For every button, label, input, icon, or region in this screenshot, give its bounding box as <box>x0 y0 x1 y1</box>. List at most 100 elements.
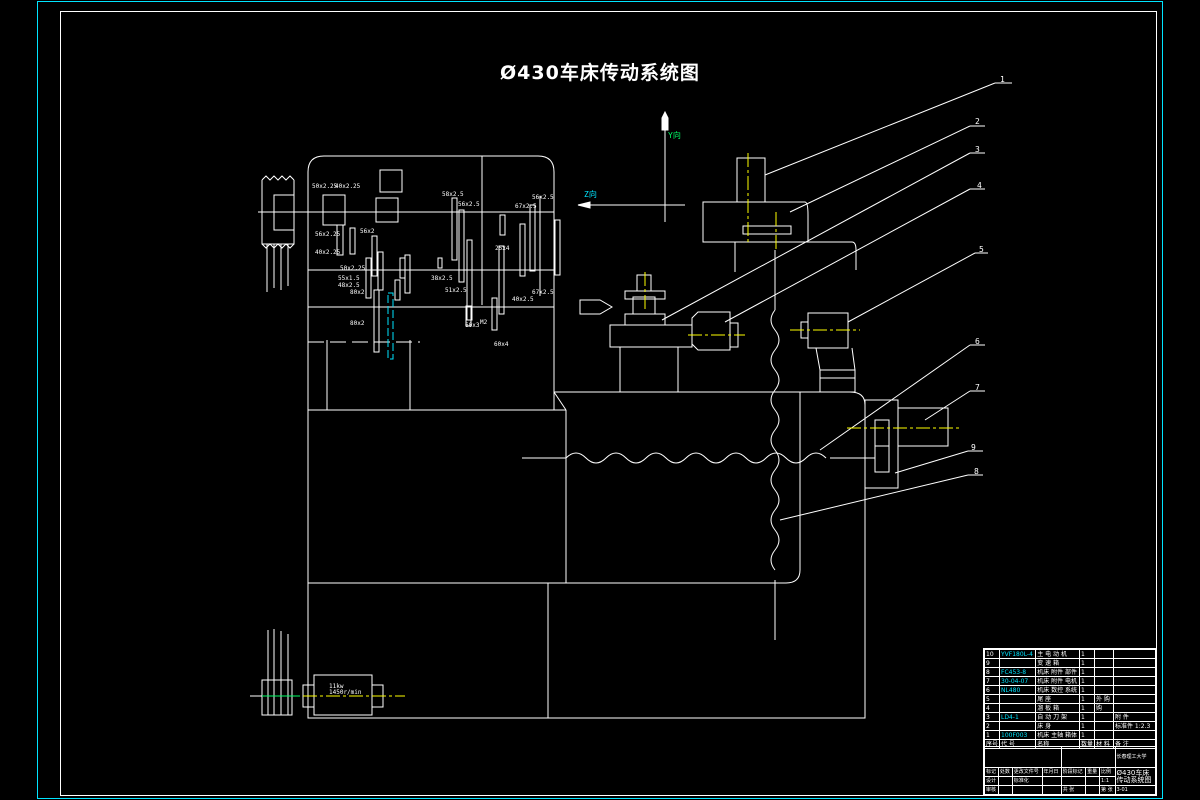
machine-outline <box>250 82 1012 719</box>
parts-cell-remark <box>1113 703 1156 713</box>
parts-cell-qty: 1 <box>1078 703 1095 713</box>
parts-cell-name: 自 动 刀 架 <box>1035 712 1080 722</box>
parts-cell-material: 购 <box>1093 703 1115 713</box>
parts-cell-no: 3 <box>983 712 1001 722</box>
parts-cell-qty: 1 <box>1078 694 1095 704</box>
parts-cell-code <box>999 694 1037 704</box>
gear-label: 55x1.5 <box>338 275 360 282</box>
parts-cell-material <box>1093 667 1115 677</box>
gear-label: 56x2.5 <box>532 194 554 201</box>
parts-cell-material <box>1093 712 1115 722</box>
parts-cell-remark: 标准件 1:2.3 <box>1113 721 1156 731</box>
parts-cell-material <box>1093 721 1115 731</box>
axis-y-label: Y向 <box>668 131 681 140</box>
tb-standard: 标准化 <box>1011 776 1043 786</box>
parts-cell-material <box>1093 649 1115 659</box>
parts-cell-no: 1 <box>983 730 1001 740</box>
gear-label: 56x2 <box>360 228 375 235</box>
balloon-8: 8 <box>974 467 979 476</box>
parts-cell-qty: 1 <box>1078 667 1095 677</box>
parts-cell-name: 机床 数控 系统 <box>1035 685 1080 695</box>
parts-cell-material: 外 购 <box>1093 694 1115 704</box>
parts-cell-remark <box>1113 658 1156 668</box>
gear-label: 51x2.5 <box>445 287 467 294</box>
gear-label: 50x2.25 <box>312 183 338 190</box>
tb-designer: 设计 <box>984 776 999 786</box>
parts-cell-code: YVF180L-4 <box>999 649 1037 659</box>
parts-cell-no: 6 <box>983 685 1001 695</box>
tb-scale-value: 1:1 <box>1098 776 1116 786</box>
drawing-name-2: 传动系统图 <box>1116 775 1152 784</box>
parts-cell-qty: 1 <box>1078 730 1095 740</box>
gear-label: 80x2 <box>350 320 365 327</box>
parts-cell-remark <box>1113 667 1156 677</box>
gear-label: 67x2.5 <box>515 203 537 210</box>
parts-cell-name: 变 速 箱 <box>1035 658 1080 668</box>
centerlines <box>303 153 960 697</box>
parts-cell-remark <box>1113 676 1156 686</box>
parts-cell-qty: 1 <box>1078 649 1095 659</box>
balloon-4: 4 <box>977 181 982 190</box>
tb-scale: 比例 <box>1098 767 1116 777</box>
drawing-name: Ø430车床传动系统图 <box>1114 767 1156 786</box>
title-block-lower: 长春理工大学 Ø430车床传动系统图 标记 处数 更改文件号 年月日 阶段标记 … <box>984 746 1156 795</box>
tb-drawing-no: 3-01 <box>1114 785 1156 795</box>
gear-label: 56x2.5 <box>458 201 480 208</box>
balloon-1: 1 <box>1000 75 1005 84</box>
school-name: 长春理工大学 <box>1114 746 1156 768</box>
parts-cell-no: 7 <box>983 676 1001 686</box>
drawing-title: Ø430车床传动系统图 <box>500 62 700 84</box>
gear-label: 58x2.5 <box>442 191 464 198</box>
parts-cell-code <box>999 721 1037 731</box>
axis-z-label: Z向 <box>584 190 597 199</box>
parts-cell-no: 10 <box>983 649 1001 659</box>
parts-cell-remark <box>1113 685 1156 695</box>
parts-cell-material <box>1093 730 1115 740</box>
parts-cell-no: 8 <box>983 667 1001 677</box>
parts-cell-remark <box>1113 694 1156 704</box>
gear-label: 67x2.5 <box>532 289 554 296</box>
parts-cell-code <box>999 703 1037 713</box>
tb-mark: 标记 <box>984 767 999 777</box>
parts-cell-qty: 1 <box>1078 658 1095 668</box>
parts-cell-name: 尾 座 <box>1035 694 1080 704</box>
gear-label: 80x2 <box>350 289 365 296</box>
gear-label: 38x2.5 <box>431 275 453 282</box>
parts-cell-name: 机床 附件 部件 <box>1035 667 1080 677</box>
parts-cell-qty: 1 <box>1078 685 1095 695</box>
tb-date: 年月日 <box>1041 767 1062 777</box>
parts-cell-name: 机床 附件 电机 <box>1035 676 1080 686</box>
parts-cell-remark <box>1113 649 1156 659</box>
parts-cell-name: 机床 主轴 箱体 <box>1035 730 1080 740</box>
gear-label: 60x4 <box>494 341 509 348</box>
gear-label: 40x2.25 <box>335 183 361 190</box>
parts-cell-material <box>1093 676 1115 686</box>
parts-cell-no: 9 <box>983 658 1001 668</box>
parts-cell-name: 溜 板 箱 <box>1035 703 1080 713</box>
parts-cell-name: 主 电 动 机 <box>1035 649 1080 659</box>
parts-cell-qty: 1 <box>1078 712 1095 722</box>
balloon-3: 3 <box>975 145 980 154</box>
tb-stage: 阶段标记 <box>1060 767 1087 777</box>
balloon-9: 9 <box>971 443 976 452</box>
tb-count: 处数 <box>997 767 1013 777</box>
tb-reviewer: 审核 <box>984 785 999 795</box>
parts-cell-material <box>1093 658 1115 668</box>
balloon-7: 7 <box>975 383 980 392</box>
parts-cell-no: 2 <box>983 721 1001 731</box>
gear-label: M2 <box>480 319 488 326</box>
parts-cell-code <box>999 658 1037 668</box>
balloon-5: 5 <box>979 245 984 254</box>
parts-cell-qty: 1 <box>1078 721 1095 731</box>
gear-label: 50x2.25 <box>340 265 366 272</box>
